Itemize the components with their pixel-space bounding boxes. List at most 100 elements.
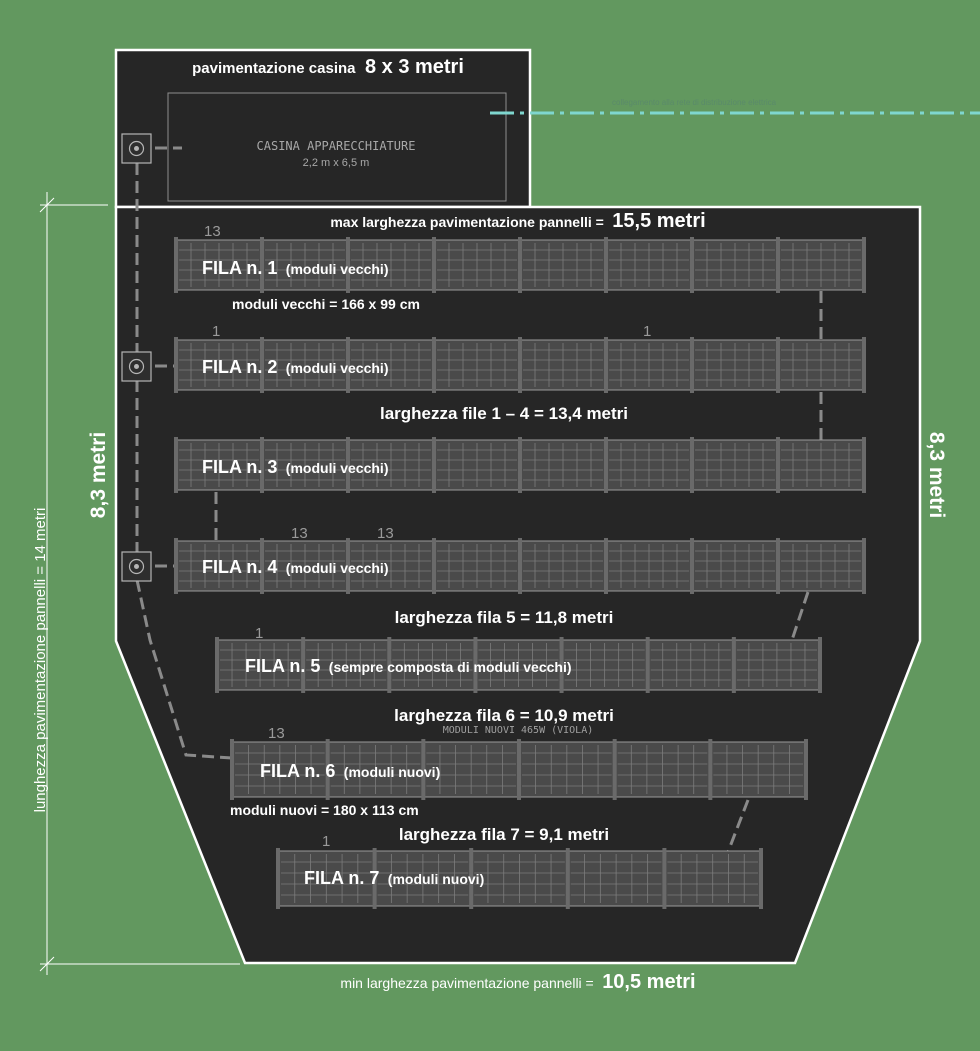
rows-1-4-width: larghezza file 1 – 4 = 13,4 metri	[380, 404, 628, 423]
string-number: 13	[377, 525, 394, 542]
solar-module	[473, 637, 562, 693]
grid-connection-text: collegamento alla rete di distribuzione …	[612, 98, 777, 107]
new-modules-tag: MODULI NUOVI 465W (VIOLA)	[443, 725, 594, 736]
row-5-label: FILA n. 5 (sempre composta di moduli vec…	[245, 656, 572, 676]
solar-module	[346, 237, 434, 293]
solar-module	[421, 739, 519, 800]
cable-lines	[135, 146, 823, 853]
row-1-desc: (moduli vecchi)	[286, 261, 389, 277]
solar-module	[604, 538, 692, 594]
solar-module	[518, 538, 606, 594]
row-4-desc: (moduli vecchi)	[286, 560, 389, 576]
solar-module	[432, 337, 520, 393]
min-width-annotation: min larghezza pavimentazione pannelli = …	[340, 971, 695, 993]
row-2-label: FILA n. 2 (moduli vecchi)	[202, 357, 388, 377]
solar-module	[776, 237, 864, 293]
casina-title-big: 8 x 3 metri	[365, 56, 464, 78]
junction-box-2	[121, 351, 152, 382]
junction-box-1	[121, 133, 152, 164]
min-width-label: min larghezza pavimentazione pannelli =	[340, 975, 593, 991]
solar-module	[565, 848, 664, 909]
solar-module	[174, 437, 262, 493]
max-width-value: 15,5 metri	[612, 210, 705, 232]
row-4-name: FILA n. 4	[202, 557, 277, 577]
solar-module	[432, 437, 520, 493]
row-3-name: FILA n. 3	[202, 457, 277, 477]
string-number: 13	[204, 223, 221, 240]
row-2-name: FILA n. 2	[202, 357, 277, 377]
string-number: 13	[291, 525, 308, 542]
row-5-name: FILA n. 5	[245, 656, 320, 676]
row-1-label: FILA n. 1 (moduli vecchi)	[202, 258, 388, 278]
max-width-annotation: max larghezza pavimentazione pannelli = …	[330, 210, 705, 232]
string-number: 1	[212, 323, 220, 340]
solar-module	[690, 337, 778, 393]
solar-module	[174, 337, 262, 393]
solar-module	[517, 739, 615, 800]
solar-module	[518, 337, 606, 393]
casina-paving	[114, 48, 532, 209]
right-height-label: 8,3 metri	[925, 432, 948, 518]
row-7-name: FILA n. 7	[304, 868, 379, 888]
solar-module	[690, 237, 778, 293]
row-3-label: FILA n. 3 (moduli vecchi)	[202, 457, 388, 477]
row-6-label: FILA n. 6 (moduli nuovi)	[260, 761, 440, 781]
panel-row-7	[276, 848, 763, 909]
panel-row-4	[174, 538, 866, 594]
row-end-post	[862, 337, 866, 393]
solar-module	[690, 538, 778, 594]
solar-module	[230, 739, 328, 800]
row-end-post	[804, 739, 808, 800]
solar-module	[776, 437, 864, 493]
junction-box-3	[121, 551, 152, 582]
solar-module	[432, 538, 520, 594]
solar-module	[346, 337, 434, 393]
row-end-post	[862, 538, 866, 594]
row-4-label: FILA n. 4 (moduli vecchi)	[202, 557, 388, 577]
row-2-desc: (moduli vecchi)	[286, 360, 389, 376]
total-length-dimension	[39, 192, 240, 975]
row-7-width: larghezza fila 7 = 9,1 metri	[399, 825, 609, 844]
solar-module	[276, 848, 375, 909]
solar-module	[387, 637, 475, 693]
solar-module	[604, 337, 692, 393]
solar-module	[174, 538, 262, 594]
row-6-width: larghezza fila 6 = 10,9 metri	[394, 706, 614, 725]
solar-module	[645, 637, 734, 693]
row-1-name: FILA n. 1	[202, 258, 277, 278]
panel-row-3	[174, 437, 866, 493]
row-end-post	[862, 237, 866, 293]
solar-module	[776, 538, 864, 594]
left-height-label: 8,3 metri	[87, 432, 110, 518]
solar-module	[604, 237, 692, 293]
solar-module	[731, 637, 820, 693]
panel-row-1	[174, 237, 866, 293]
row-5-width: larghezza fila 5 = 11,8 metri	[395, 608, 614, 627]
equipment-box-title: CASINA APPARECCHIATURE	[257, 139, 416, 153]
solar-module	[776, 337, 864, 393]
casina-title-small: pavimentazione casina	[192, 60, 356, 77]
panel-row-6	[230, 739, 808, 800]
solar-module	[559, 637, 648, 693]
new-modules-note: moduli nuovi = 180 x 113 cm	[230, 802, 419, 818]
solar-module	[604, 437, 692, 493]
solar-module	[174, 237, 262, 293]
solar-module	[612, 739, 710, 800]
solar-module	[469, 848, 568, 909]
min-width-value: 10,5 metri	[602, 971, 695, 993]
solar-module	[260, 437, 348, 493]
row-6-name: FILA n. 6	[260, 761, 335, 781]
equipment-box	[167, 92, 507, 202]
solar-module	[518, 237, 606, 293]
solar-module	[346, 437, 434, 493]
solar-module	[690, 437, 778, 493]
solar-module	[432, 237, 520, 293]
panel-row-5	[215, 637, 822, 693]
row-5-desc: (sempre composta di moduli vecchi)	[329, 659, 572, 675]
max-width-label: max larghezza pavimentazione pannelli =	[330, 214, 603, 230]
solar-module	[215, 637, 303, 693]
solar-module	[372, 848, 471, 909]
string-number: 1	[322, 833, 330, 850]
row-end-post	[818, 637, 822, 693]
